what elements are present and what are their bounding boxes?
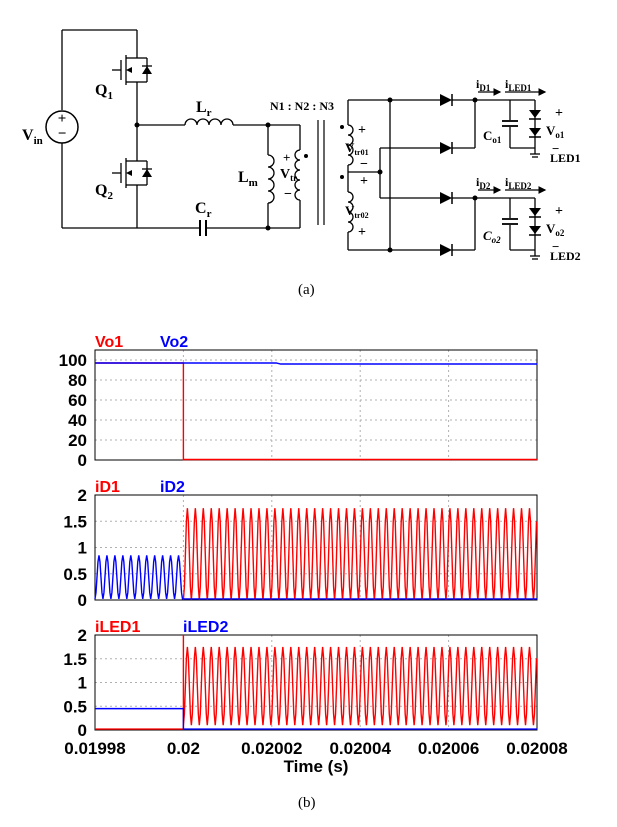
primary-winding <box>294 149 301 201</box>
series-iled2 <box>95 707 537 730</box>
y-tick-label: 2 <box>78 486 87 505</box>
y-tick-label: 100 <box>59 351 87 370</box>
vin-source: + − <box>45 30 79 228</box>
x-tick-label: 0.02002 <box>241 739 302 758</box>
iled1-label: iLED1 <box>505 77 532 93</box>
x-tick-label: 0.02 <box>167 739 200 758</box>
q1-label: Q1 <box>95 82 113 102</box>
vo2-plus: + <box>555 204 563 219</box>
legend-id2: iD2 <box>160 479 185 496</box>
x-tick-label: 0.01998 <box>64 739 125 758</box>
y-tick-label: 1 <box>78 539 87 558</box>
series-vo2 <box>95 362 537 365</box>
iled2-label: iLED2 <box>505 175 532 191</box>
cr-label: Cr <box>195 200 212 220</box>
y-tick-label: 60 <box>68 391 87 410</box>
co1-label: Co1 <box>483 128 502 145</box>
diode-d2a <box>440 192 453 204</box>
lr-label: Lr <box>196 99 212 119</box>
vtr-label: Vtr <box>280 167 297 183</box>
y-tick-label: 40 <box>68 411 87 430</box>
vo2-label: Vo2 <box>546 221 565 238</box>
turns-ratio: N1 : N2 : N3 <box>270 99 334 113</box>
legend-vo1: Vo1 <box>95 334 123 351</box>
caption-a: (a) <box>298 282 315 298</box>
series-id1 <box>182 508 538 601</box>
vtr01-minus: − <box>360 157 368 172</box>
x-tick-label: 0.02006 <box>418 739 479 758</box>
vin-minus: − <box>58 126 67 142</box>
vtr02-label: Vtr02 <box>345 203 369 220</box>
led1-diodes <box>529 110 541 138</box>
diode-d1b <box>440 142 453 154</box>
y-tick-label: 1 <box>78 674 87 693</box>
vtr01-label: Vtr01 <box>345 140 369 157</box>
vin-label: Vin <box>22 127 43 147</box>
series-vo1 <box>95 362 537 461</box>
led2-label: LED2 <box>550 249 581 263</box>
vo1-minus: − <box>552 141 559 156</box>
legend-id1: iD1 <box>95 479 120 496</box>
vo1-plus: + <box>555 106 563 121</box>
panel-frame <box>94 349 538 461</box>
y-tick-label: 0.5 <box>63 697 87 716</box>
x-axis-label: Time (s) <box>284 757 349 776</box>
panel-frame <box>94 634 538 731</box>
series-id2 <box>94 555 537 600</box>
q2-mosfet <box>112 150 152 228</box>
vo2-minus: − <box>552 239 559 254</box>
y-tick-label: 20 <box>68 431 87 450</box>
vtr-minus: − <box>284 187 292 202</box>
y-tick-label: 0 <box>78 721 87 740</box>
legend-iled1: iLED1 <box>95 619 140 636</box>
vtr02-plus: + <box>360 174 368 189</box>
diode-d1a <box>440 94 453 106</box>
id1-label: iD1 <box>476 77 491 93</box>
series-iled1 <box>95 635 538 730</box>
resonant-converter-schematic: + − Vin Q1 <box>22 29 581 263</box>
led1-label: LED1 <box>550 151 581 165</box>
y-tick-label: 1.5 <box>63 512 87 531</box>
panel-frame <box>94 494 538 601</box>
q2-label: Q2 <box>95 182 113 202</box>
co2-label: Co2 <box>483 228 501 245</box>
diode-d2b <box>440 244 453 256</box>
vin-plus: + <box>58 111 67 127</box>
y-tick-label: 80 <box>68 371 87 390</box>
vtr01-plus: + <box>358 123 366 138</box>
vtr02-minus: + <box>358 225 366 240</box>
y-tick-label: 1.5 <box>63 650 87 669</box>
led2-diodes <box>529 208 541 236</box>
q1-mosfet <box>112 30 152 95</box>
caption-b: (b) <box>298 795 316 811</box>
secondary-winding-1 <box>347 124 354 166</box>
vtr-plus: + <box>283 150 290 165</box>
x-tick-label: 0.02008 <box>506 739 567 758</box>
y-tick-label: 2 <box>78 626 87 645</box>
lm-label: Lm <box>238 169 258 189</box>
legend-vo2: Vo2 <box>160 334 188 351</box>
vo1-label: Vo1 <box>546 123 565 140</box>
secondary-winding-2 <box>347 191 354 233</box>
y-tick-label: 0 <box>78 451 87 470</box>
lm-inductor <box>267 154 275 204</box>
x-tick-label: 0.02004 <box>329 739 391 758</box>
y-tick-label: 0.5 <box>63 565 87 584</box>
legend-iled2: iLED2 <box>183 619 228 636</box>
y-tick-label: 0 <box>78 591 87 610</box>
id2-label: iD2 <box>476 175 491 191</box>
lr-inductor <box>184 118 234 126</box>
